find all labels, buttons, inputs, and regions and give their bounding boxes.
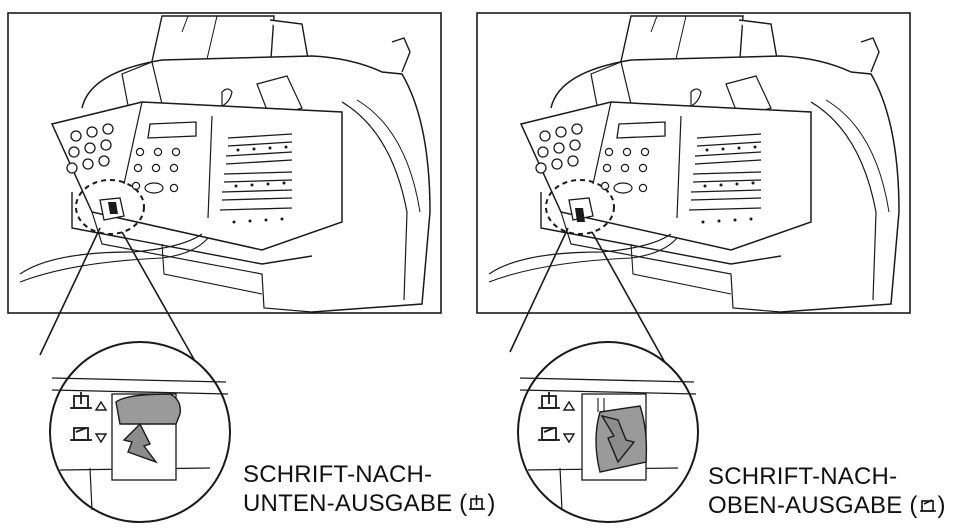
caption-right-text: OBEN-AUSGABE ( <box>708 492 918 519</box>
highlight-circle-right <box>545 179 615 235</box>
zoom-detail-right <box>519 377 697 511</box>
face-up-output-icon-right <box>538 427 560 441</box>
arrow-down-right <box>600 414 636 464</box>
right-panel <box>476 12 911 523</box>
caption-right-close: ) <box>937 492 946 519</box>
caption-left-close: ) <box>487 490 496 517</box>
lever-left <box>115 393 181 425</box>
caption-face-up-output: SCHRIFT-NACH- OBEN-AUSGABE () <box>708 462 946 520</box>
triangle-up-icon-right <box>562 400 576 411</box>
face-down-output-icon <box>469 495 486 510</box>
highlight-circle-left <box>75 179 145 235</box>
triangle-down-icon <box>94 433 108 444</box>
zoom-cone-left <box>39 227 201 371</box>
triangle-down-icon-right <box>562 433 576 444</box>
face-up-output-icon <box>919 499 936 512</box>
caption-face-down-output: SCHRIFT-NACH- UNTEN-AUSGABE () <box>243 460 496 518</box>
caption-left-line1: SCHRIFT-NACH- <box>243 461 433 488</box>
face-up-output-icon <box>70 427 92 441</box>
left-panel <box>7 12 442 523</box>
zoom-detail-left <box>51 377 229 511</box>
fax-machine-right <box>488 15 900 313</box>
caption-right-line1: SCHRIFT-NACH- <box>708 463 898 490</box>
arrow-up-left <box>122 422 158 464</box>
triangle-up-icon <box>94 400 108 411</box>
caption-left-line2: UNTEN-AUSGABE () <box>243 489 496 518</box>
zoom-cone-right <box>509 227 669 369</box>
caption-left-text: UNTEN-AUSGABE ( <box>243 490 468 517</box>
caption-right-line2: OBEN-AUSGABE () <box>708 491 946 520</box>
fax-machine-left <box>19 15 431 313</box>
face-down-output-icon-right <box>538 392 560 409</box>
face-down-output-icon <box>70 392 92 409</box>
